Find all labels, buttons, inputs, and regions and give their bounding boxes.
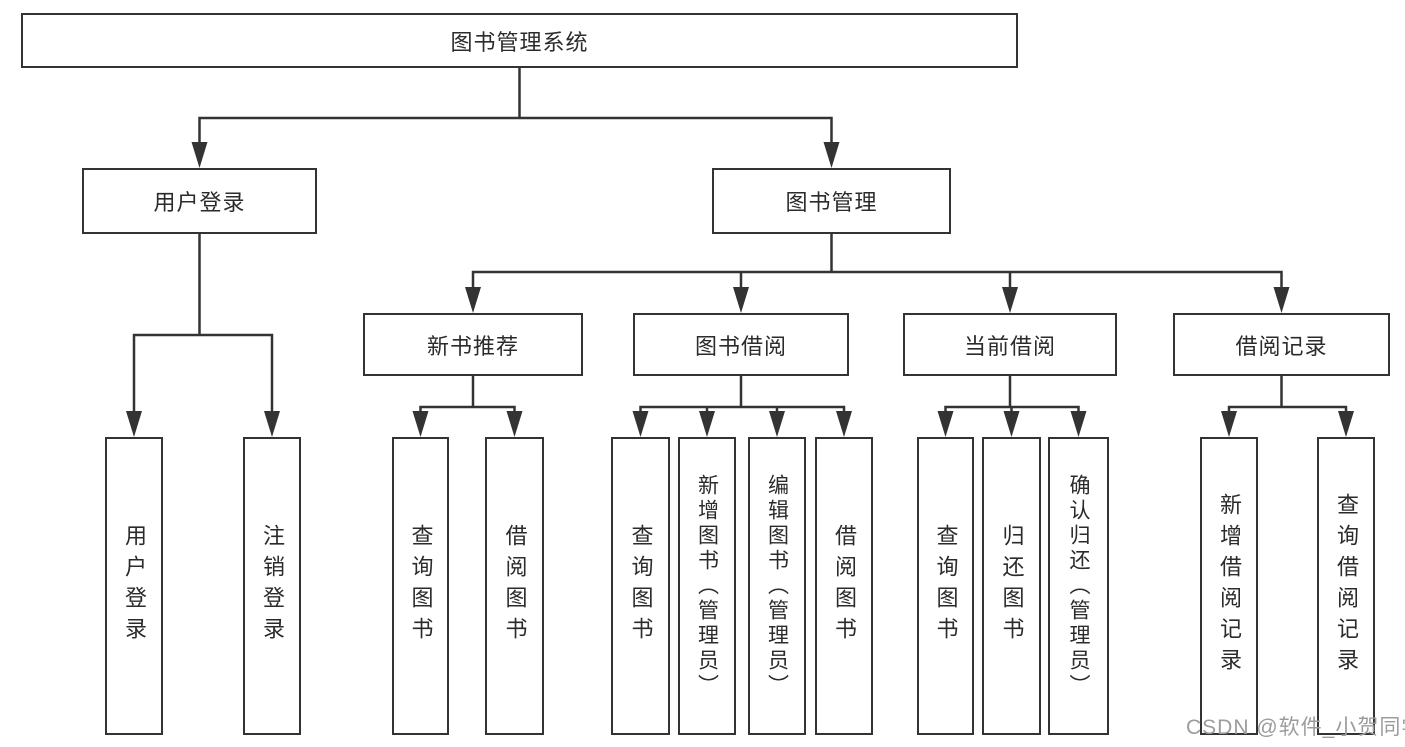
leaf-query-borrow-record-label: 查询借阅记录 bbox=[1334, 493, 1359, 679]
leaf-query-books-3: 查询图书 bbox=[917, 437, 974, 735]
node-current-borrow-label: 当前借阅 bbox=[963, 333, 1056, 359]
leaf-add-books-admin: 新增图书（管理员） bbox=[678, 437, 736, 735]
leaf-query-books-2-label: 查询图书 bbox=[628, 524, 654, 648]
csdn-watermark: CSDN @软件_小贺同学 bbox=[1186, 716, 1405, 739]
leaf-borrow-books-2: 借阅图书 bbox=[815, 437, 873, 735]
leaf-query-books-1-label: 查询图书 bbox=[408, 524, 434, 648]
leaf-return-books-label: 归还图书 bbox=[999, 524, 1025, 648]
leaf-user-login: 用户登录 bbox=[105, 437, 163, 735]
leaf-add-borrow-record: 新增借阅记录 bbox=[1200, 437, 1258, 735]
leaf-query-books-2: 查询图书 bbox=[611, 437, 670, 735]
node-borrow-records: 借阅记录 bbox=[1173, 313, 1390, 376]
leaf-confirm-return-admin: 确认归还（管理员） bbox=[1048, 437, 1109, 735]
leaf-return-books: 归还图书 bbox=[982, 437, 1041, 735]
leaf-edit-books-admin: 编辑图书（管理员） bbox=[748, 437, 806, 735]
node-book-management-label: 图书管理 bbox=[785, 190, 878, 215]
leaf-add-books-admin-label: 新增图书（管理员） bbox=[695, 473, 719, 699]
leaf-edit-books-admin-label: 编辑图书（管理员） bbox=[765, 473, 789, 699]
node-new-book-recommend: 新书推荐 bbox=[363, 313, 583, 376]
leaf-logout-label: 注销登录 bbox=[260, 524, 285, 648]
leaf-logout: 注销登录 bbox=[243, 437, 301, 735]
node-current-borrow: 当前借阅 bbox=[903, 313, 1117, 376]
leaf-borrow-books-2-label: 借阅图书 bbox=[832, 524, 857, 648]
node-user-login-label: 用户登录 bbox=[153, 190, 246, 215]
node-new-book-recommend-label: 新书推荐 bbox=[426, 333, 519, 359]
leaf-confirm-return-admin-label: 确认归还（管理员） bbox=[1067, 473, 1090, 699]
node-user-login: 用户登录 bbox=[82, 168, 317, 234]
node-book-management: 图书管理 bbox=[712, 168, 951, 234]
node-book-borrow-label: 图书借阅 bbox=[694, 333, 787, 359]
leaf-add-borrow-record-label: 新增借阅记录 bbox=[1217, 493, 1242, 679]
leaf-borrow-books-1-label: 借阅图书 bbox=[502, 524, 528, 648]
node-root-system: 图书管理系统 bbox=[21, 13, 1018, 68]
node-borrow-records-label: 借阅记录 bbox=[1235, 333, 1328, 359]
leaf-borrow-books-1: 借阅图书 bbox=[485, 437, 544, 735]
leaf-query-books-1: 查询图书 bbox=[392, 437, 449, 735]
leaf-query-borrow-record: 查询借阅记录 bbox=[1317, 437, 1375, 735]
node-root-label: 图书管理系统 bbox=[450, 29, 589, 55]
leaf-query-books-3-label: 查询图书 bbox=[933, 524, 959, 648]
node-book-borrow: 图书借阅 bbox=[633, 313, 849, 376]
leaf-user-login-label: 用户登录 bbox=[122, 524, 147, 648]
